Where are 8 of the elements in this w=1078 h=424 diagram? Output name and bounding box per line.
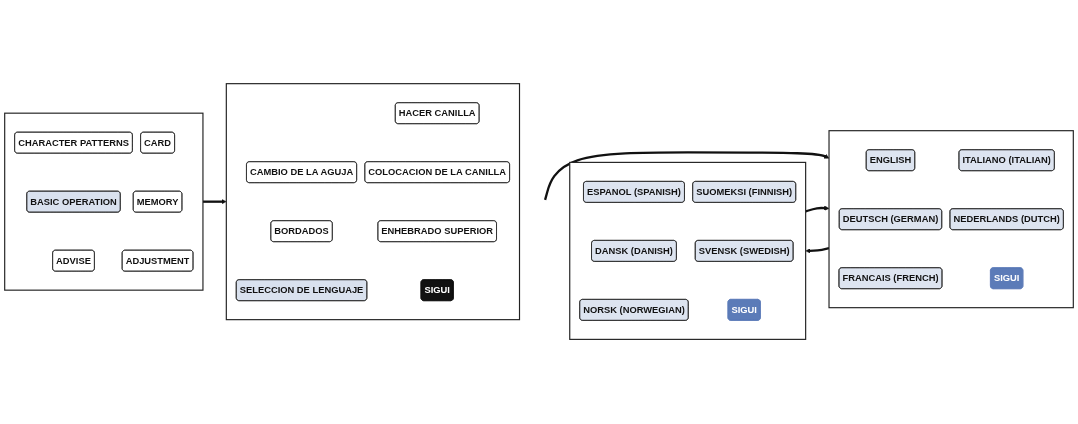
arrow	[202, 199, 227, 205]
cluster	[225, 83, 521, 321]
cluster	[828, 130, 1074, 309]
arrow	[544, 151, 830, 201]
cluster	[569, 162, 807, 341]
cluster	[4, 113, 204, 292]
arrow	[805, 206, 830, 213]
arrow	[805, 247, 830, 254]
